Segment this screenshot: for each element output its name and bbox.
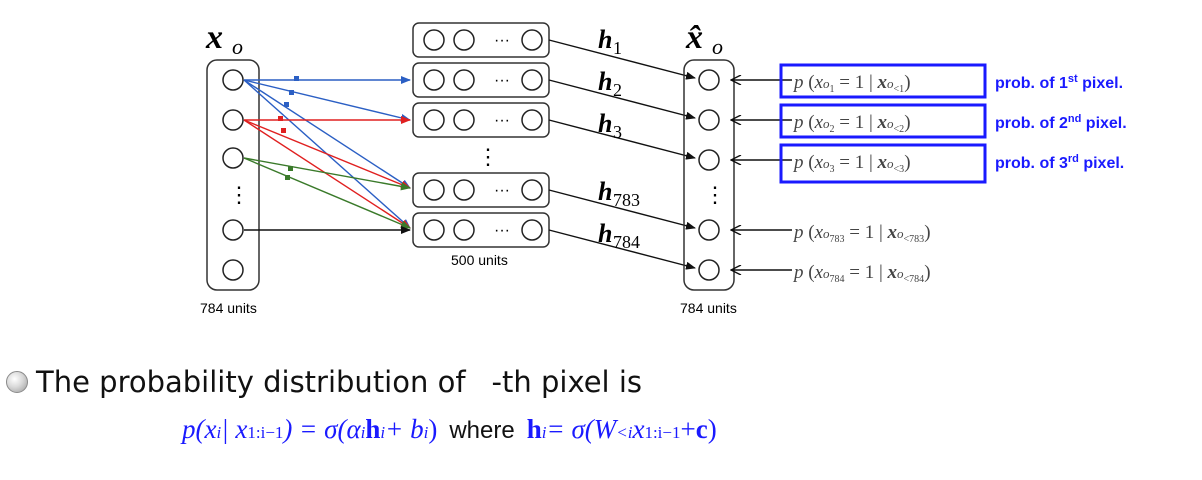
output-label: x̂: [685, 19, 703, 56]
prob-expr-3: p (xo3 = 1 | xo<3): [792, 152, 911, 175]
output-label-sub: o: [712, 34, 723, 59]
h-label: h: [598, 177, 612, 206]
hidden-layer-784: ···: [412, 212, 550, 248]
formula-h-sub: i: [380, 423, 386, 442]
red-connections: [243, 116, 411, 229]
formula-close: ): [428, 414, 438, 444]
output-unit: [698, 259, 720, 281]
hidden-dots: ···: [494, 72, 510, 89]
mask-markers: [278, 76, 299, 180]
formula-lhs-end: ) = σ(α: [283, 414, 361, 444]
hidden-dots: ···: [494, 112, 510, 129]
hidden-layer-1: ···: [412, 22, 550, 58]
def-h-sub: i: [541, 423, 547, 442]
formula-lhs-sub1: i: [216, 423, 222, 442]
input-units-label: 784 units: [200, 300, 257, 316]
output-unit: [698, 109, 720, 131]
output-prob-lines: [731, 80, 792, 270]
input-column-box: [206, 59, 260, 291]
formula-where: where: [449, 417, 515, 444]
hidden-dots: ···: [494, 182, 510, 199]
input-label: x: [205, 19, 223, 56]
h-label-sub: 1: [613, 38, 622, 58]
output-ellipsis: ⋮: [704, 182, 726, 207]
prob-expr-783: p (xo783 = 1 | xo<783): [792, 222, 931, 245]
def-close: ): [707, 414, 717, 444]
highlight-box-3: [779, 143, 987, 184]
highlight-box-2: [779, 103, 987, 139]
h-label-sub: 783: [613, 190, 640, 210]
input-unit: [222, 109, 244, 131]
def-x: x: [632, 414, 645, 444]
input-unit: [222, 147, 244, 169]
prob-expr-1: p (xo1 = 1 | xo<1): [792, 72, 911, 95]
pixel-annotations: prob. of 1st pixel. prob. of 2nd pixel. …: [995, 73, 1127, 172]
h-label-sub: 2: [613, 80, 622, 100]
bullet-circle-icon: [6, 371, 28, 393]
bullet-text-before: The probability distribution of: [36, 365, 466, 399]
def-w-sub: <i: [616, 423, 633, 442]
formula-alpha-sub: i: [360, 423, 366, 442]
h-label-sub: 3: [613, 122, 622, 142]
h-label: h: [598, 219, 612, 248]
highlight-box-1: [779, 63, 987, 99]
prob-expr-2: p (xo2 = 1 | xo<2): [792, 112, 911, 135]
output-column-box: [683, 59, 735, 291]
h-label: h: [598, 67, 612, 96]
annotation-1: prob. of 1st pixel.: [995, 73, 1123, 92]
hidden-to-output-connections: [548, 39, 696, 270]
hidden-dots: ···: [494, 222, 510, 239]
formula-lhs: p(x: [182, 414, 217, 444]
h-label-sub: 784: [613, 232, 640, 252]
input-unit: [222, 219, 244, 241]
hidden-ellipsis: ⋮: [477, 144, 499, 169]
input-unit: [222, 259, 244, 281]
output-units-label: 784 units: [680, 300, 737, 316]
def-plus: +: [680, 414, 696, 444]
input-label-sub: o: [232, 34, 243, 59]
output-unit: [698, 219, 720, 241]
output-unit: [698, 149, 720, 171]
formula-lhs-mid: | x: [221, 414, 248, 444]
formula-h: h: [365, 414, 381, 444]
h-label: h: [598, 109, 612, 138]
formula-b-sub: i: [423, 423, 429, 442]
hidden-dots: ···: [494, 32, 510, 49]
formula-lhs-sub2: 1:i−1: [247, 423, 284, 442]
hidden-layer-2: ···: [412, 62, 550, 98]
annotation-2: prob. of 2nd pixel.: [995, 113, 1127, 132]
output-unit: [698, 69, 720, 91]
def-c: c: [695, 414, 708, 444]
input-ellipsis: ⋮: [228, 182, 250, 207]
def-x-sub: 1:i−1: [644, 423, 681, 442]
made-network-diagram: x o ⋮ 784 units ···: [200, 19, 1127, 316]
hidden-layer-783: ···: [412, 172, 550, 208]
prob-expr-784: p (xo784 = 1 | xo<784): [792, 262, 931, 285]
h-label: h: [598, 25, 612, 54]
def-h: h: [526, 414, 542, 444]
formula-rhs-end: + b: [385, 414, 424, 444]
def-eq: = σ(W: [546, 414, 617, 444]
bullet-line: The probability distribution of -th pixe…: [6, 362, 642, 402]
hidden-layer-3: ···: [412, 102, 550, 138]
green-connections: [243, 157, 411, 229]
annotation-3: prob. of 3rd pixel.: [995, 153, 1124, 172]
hidden-units-label: 500 units: [451, 252, 508, 268]
prob-expressions: p (xo1 = 1 | xo<1) p (xo2 = 1 | xo<2) p …: [792, 72, 931, 285]
input-unit: [222, 69, 244, 91]
bullet-text-after: -th pixel is: [491, 365, 642, 399]
hidden-labels: h 1 h 2 h 3 h 783 h 784: [598, 25, 640, 252]
